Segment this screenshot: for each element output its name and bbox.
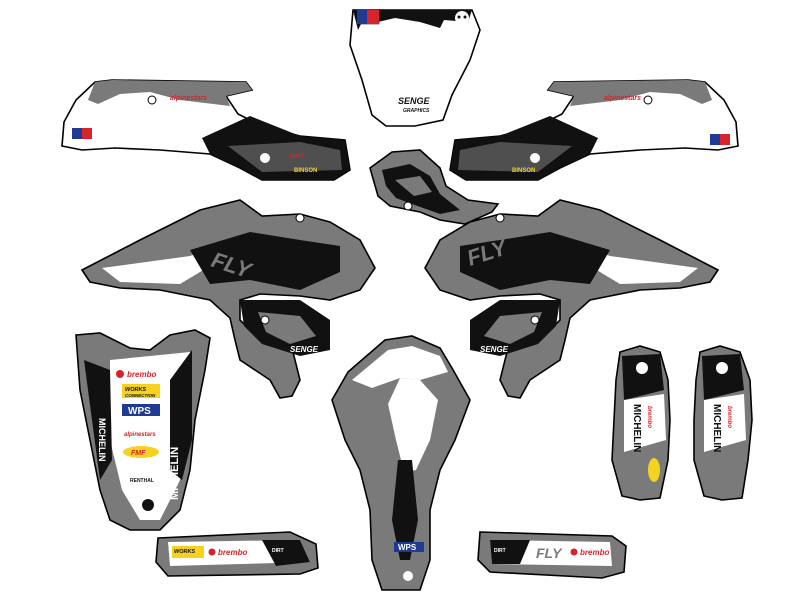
wps-logo-text: WPS — [398, 543, 417, 552]
left-swingarm-decal: WORKS brembo DIRT — [155, 531, 319, 577]
alpinestars-logo-text: alpinestars — [604, 95, 641, 102]
brembo-logo-text: brembo — [580, 548, 609, 557]
alpinestars-logo-text: alpinestars — [124, 432, 156, 438]
brembo-logo-text: brembo — [726, 406, 732, 428]
brembo-roundel-icon — [116, 370, 124, 378]
wps-logo-text: WPS — [128, 406, 151, 417]
brembo-logo-text: brembo — [127, 370, 156, 379]
front-number-plate: SENGE GRAPHICS — [349, 9, 481, 127]
right-side-panel: alpinestars BINSON — [449, 79, 739, 181]
works-logo-subtext: CONNECTION — [125, 393, 156, 398]
left-radiator-shroud: FLY SENGE — [80, 199, 376, 399]
brembo-roundel-icon — [570, 548, 578, 556]
skull-logo-icon — [403, 571, 413, 581]
works-logo-text: WORKS — [125, 387, 146, 393]
michelin-logo-text: MICHELIN — [711, 404, 722, 452]
michelin-logo-text: MICHELIN — [169, 447, 181, 500]
skull-logo-icon — [716, 362, 728, 374]
front-fender: WPS — [331, 335, 471, 591]
dirt-logo-text: DIRT — [272, 548, 284, 554]
skull-logo-icon — [260, 153, 270, 163]
renthal-logo-text: RENTHAL — [130, 478, 154, 484]
right-swingarm-decal: DIRT FLY brembo — [477, 531, 627, 579]
senge-logo-subtext: GRAPHICS — [403, 108, 430, 114]
rear-fender: brembo WORKS CONNECTION WPS alpinestars … — [75, 329, 211, 531]
brembo-roundel-icon — [208, 548, 216, 556]
binson-logo-text: BINSON — [294, 168, 317, 174]
skull-logo-icon — [636, 362, 648, 374]
right-radiator-shroud: FLY SENGE — [424, 199, 720, 399]
works-logo-text: WORKS — [174, 549, 195, 555]
senge-logo-text: SENGE — [290, 345, 319, 354]
skull-logo-icon — [455, 11, 469, 25]
brembo-logo-text: brembo — [646, 406, 652, 428]
skull-logo-icon — [530, 153, 540, 163]
binson-logo-text: BINSON — [512, 168, 535, 174]
michelin-logo-text: MICHELIN — [631, 404, 642, 452]
left-fork-guard: MICHELIN brembo — [611, 345, 671, 501]
right-fork-guard: MICHELIN brembo — [693, 345, 753, 501]
left-side-panel: alpinestars DIRT BINSON — [61, 79, 351, 181]
brembo-logo-text: brembo — [218, 548, 247, 557]
michelin-logo-text: MICHELIN — [97, 418, 107, 462]
fmf-logo-text: FMF — [131, 450, 146, 457]
senge-logo-text: SENGE — [398, 96, 431, 106]
fly-logo-text: FLY — [536, 545, 563, 561]
dirt-logo-text: DIRT — [290, 154, 304, 160]
dirt-logo-text: DIRT — [494, 548, 506, 554]
skull-logo-icon — [142, 499, 154, 511]
senge-logo-text: SENGE — [480, 345, 509, 354]
tank-top-decal — [369, 149, 500, 225]
alpinestars-logo-text: alpinestars — [170, 95, 207, 102]
